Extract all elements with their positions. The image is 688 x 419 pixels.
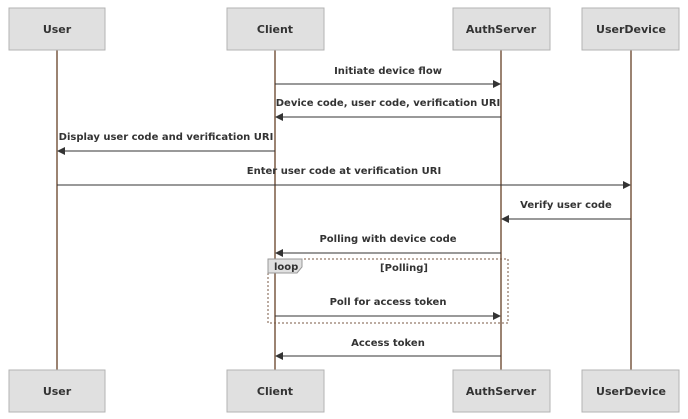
actor-client-top: Client	[226, 7, 325, 51]
message-initiate-device-flow: Initiate device flow	[275, 66, 501, 88]
actor-label: Client	[257, 385, 293, 398]
message-display-user-code: Display user code and verification URI	[57, 132, 275, 155]
loop-condition: [Polling]	[380, 263, 428, 274]
actor-client-bottom: Client	[226, 369, 325, 413]
message-verify-user-code: Verify user code	[501, 200, 631, 223]
message-label: Poll for access token	[330, 297, 447, 308]
message-label: Verify user code	[520, 200, 612, 211]
message-label: Display user code and verification URI	[59, 132, 274, 143]
actor-label: User	[43, 385, 72, 398]
actor-label: AuthServer	[466, 23, 537, 36]
actor-authserver-top: AuthServer	[452, 7, 551, 51]
actor-label: User	[43, 23, 72, 36]
loop-frame: loop [Polling]	[267, 258, 509, 324]
message-access-token: Access token	[275, 338, 501, 360]
message-poll-for-access-token: Poll for access token	[275, 297, 501, 320]
message-label: Access token	[351, 338, 425, 349]
message-label: Enter user code at verification URI	[247, 166, 441, 177]
loop-tag-label: loop	[274, 262, 298, 273]
message-label: Device code, user code, verification URI	[276, 98, 501, 109]
message-label: Initiate device flow	[334, 66, 442, 77]
actor-authserver-bottom: AuthServer	[452, 369, 551, 413]
actor-userdevice-top: UserDevice	[581, 7, 680, 51]
message-enter-user-code: Enter user code at verification URI	[57, 166, 631, 189]
actor-user-bottom: User	[8, 369, 106, 413]
actor-label: AuthServer	[466, 385, 537, 398]
message-polling-with-device-code: Polling with device code	[275, 234, 501, 257]
actor-label: UserDevice	[596, 385, 666, 398]
actor-label: UserDevice	[596, 23, 666, 36]
actor-user-top: User	[8, 7, 106, 51]
actor-label: Client	[257, 23, 293, 36]
message-device-code: Device code, user code, verification URI	[275, 98, 501, 121]
actor-userdevice-bottom: UserDevice	[581, 369, 680, 413]
message-label: Polling with device code	[319, 234, 456, 245]
